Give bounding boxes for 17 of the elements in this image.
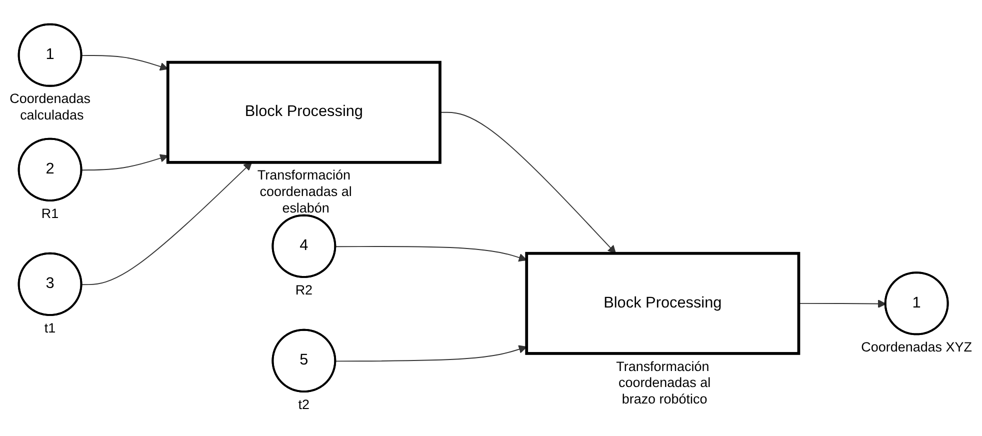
arrow [81, 154, 168, 171]
block-caption: t1 [44, 320, 56, 336]
node-box: Block Processing [166, 60, 442, 164]
node-box: Block Processing [525, 252, 800, 355]
arrow [335, 246, 527, 262]
block-caption: Coordenadas XYZ [861, 340, 972, 355]
block-caption: R2 [295, 282, 313, 298]
arrow [81, 54, 168, 71]
block-caption: Transformación coordenadas al brazo robótico [616, 358, 711, 407]
block-caption: Coordenadas calculadas [10, 91, 90, 123]
arrow [81, 162, 252, 286]
arrow [440, 112, 616, 254]
block-caption: Transformación coordenadas al eslabón [257, 168, 352, 216]
block-caption: t2 [298, 396, 310, 412]
block-caption: R1 [41, 206, 59, 221]
arrow [335, 345, 527, 362]
arrow [798, 300, 886, 308]
